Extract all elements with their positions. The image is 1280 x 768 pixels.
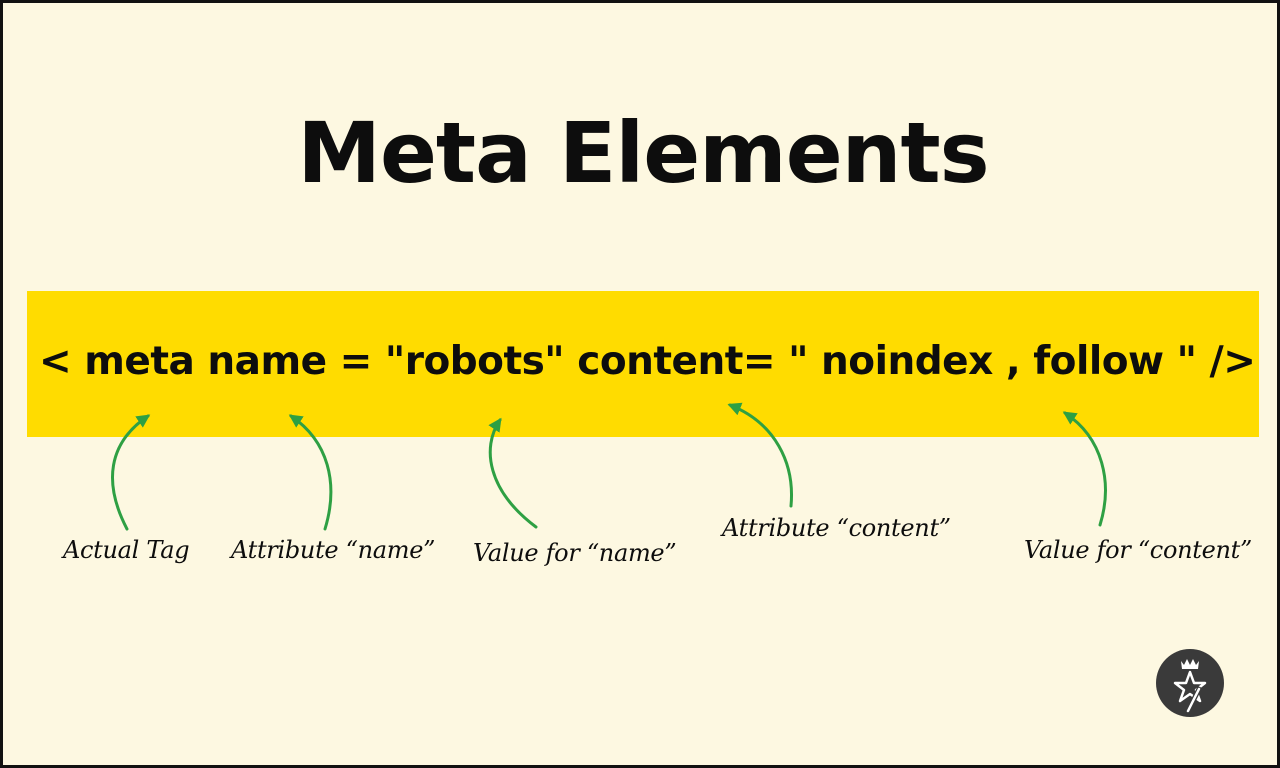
arrow-value-content (1062, 411, 1107, 527)
arrow-value-name (488, 417, 538, 529)
label-actual-tag: Actual Tag (63, 536, 190, 564)
label-value-name: Value for “name” (473, 539, 677, 567)
code-highlight-band (27, 291, 1259, 437)
diagram-title: Meta Elements (297, 104, 989, 202)
arrow-attribute-name (288, 414, 333, 531)
label-attribute-name: Attribute “name” (231, 536, 436, 564)
label-attribute-content: Attribute “content” (722, 514, 951, 542)
arrow-attribute-content (727, 402, 793, 508)
arrow-actual-tag (111, 414, 151, 531)
crowned-star-logo-icon (1154, 647, 1226, 719)
label-value-content: Value for “content” (1024, 536, 1252, 564)
annotation-arrows (111, 402, 1107, 531)
meta-tag-code: < meta name = "robots" content= " noinde… (39, 339, 1256, 384)
